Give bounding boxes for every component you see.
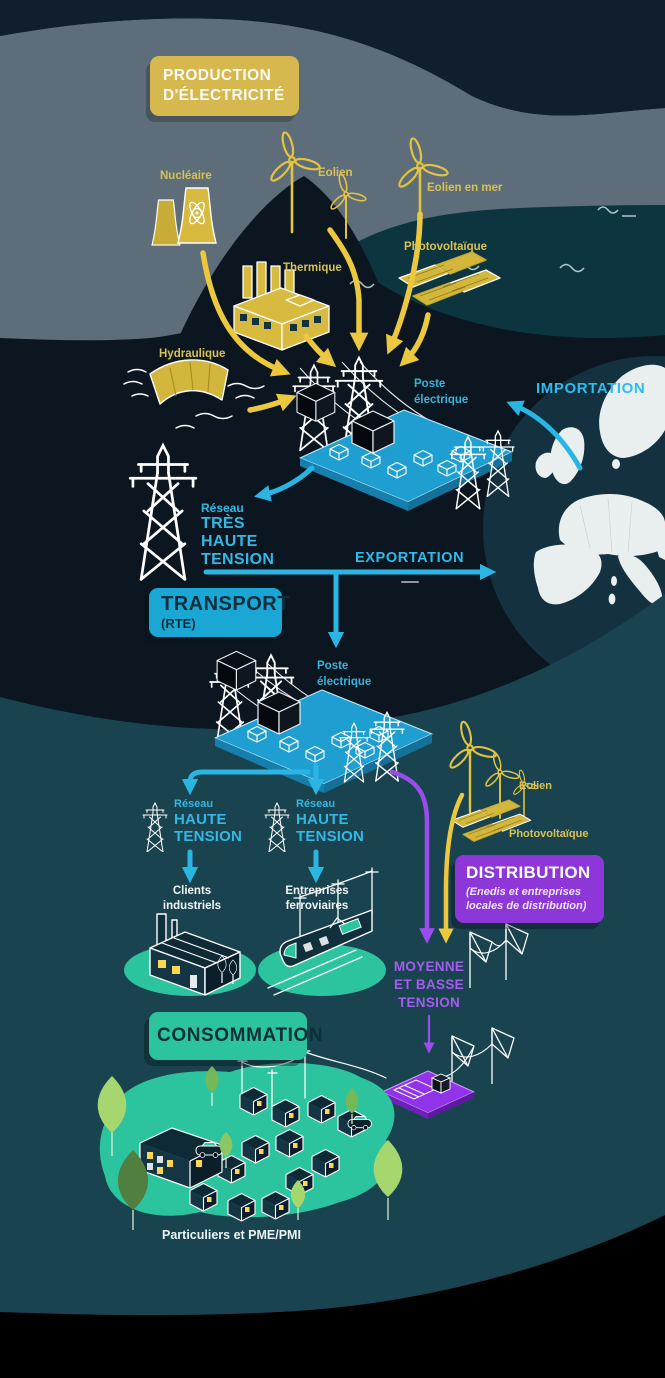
reseau-ht-left-label: Réseau HAUTE TENSION xyxy=(174,798,243,846)
pv-to-mtbt-arrow xyxy=(438,792,465,944)
village-scene xyxy=(97,1047,403,1230)
substation-1 xyxy=(292,356,515,511)
consommation-box: CONSOMMATION xyxy=(149,1012,324,1060)
hydro-dam-icon xyxy=(123,359,265,429)
wind-turbine-icon xyxy=(267,130,368,239)
distribution-arrow xyxy=(389,769,435,944)
distribution-eolien-label: Eolien xyxy=(519,780,553,792)
thermique-label: Thermique xyxy=(283,262,342,274)
distribution-photovoltaique-label: Photovoltaïque xyxy=(509,828,589,840)
hydraulique-label: Hydraulique xyxy=(159,348,226,360)
europe-map xyxy=(483,356,665,700)
clients-industriels-label: Clients industriels xyxy=(162,885,222,912)
poste-electrique-label-1: Poste électrique xyxy=(414,378,469,406)
mt-bt-transformer-platform xyxy=(333,1070,475,1119)
entreprises-ferroviaires-label: Entreprises ferroviaires xyxy=(285,885,349,912)
production-title-line2: D'ÉLECTRICITÉ xyxy=(163,87,285,105)
production-title-line1: PRODUCTION xyxy=(163,67,272,84)
thermal-plant-icon xyxy=(233,261,330,351)
distribution-subtitle: (Enedis et entreprises locales de distri… xyxy=(466,886,587,913)
importation-label: IMPORTATION xyxy=(536,380,646,397)
nucleaire-label: Nucléaire xyxy=(160,170,212,182)
village-trees xyxy=(97,1066,403,1230)
reseau-ht-right-label: Réseau HAUTE TENSION xyxy=(296,798,365,846)
grid-flow-arrows xyxy=(181,400,583,884)
eolien-label: Eolien xyxy=(318,167,353,179)
eolien-en-mer-label: Eolien en mer xyxy=(427,182,503,194)
production-title-box: PRODUCTION D'ÉLECTRICITÉ xyxy=(150,56,299,117)
transport-subtitle: (RTE) xyxy=(161,616,196,631)
substation-2 xyxy=(208,650,433,793)
utility-poles-icon-upper xyxy=(469,923,529,989)
distribution-title: DISTRIBUTION xyxy=(466,863,591,882)
exportation-label: EXPORTATION xyxy=(355,550,465,566)
nuclear-plant-icon xyxy=(151,187,217,246)
particuliers-label: Particuliers et PME/PMI xyxy=(162,1228,301,1242)
consommation-title: CONSOMMATION xyxy=(157,1025,324,1046)
poste-electrique-label-2: Poste électrique xyxy=(317,660,372,688)
production-flow-arrows xyxy=(200,211,431,413)
industrial-client-icon xyxy=(124,913,256,996)
moyenne-basse-tension-label: MOYENNE ET BASSE TENSION xyxy=(393,959,465,1010)
railway-client-icon xyxy=(258,867,386,996)
distribution-box: DISTRIBUTION (Enedis et entreprises loca… xyxy=(455,855,604,923)
transport-title: TRANSPORT xyxy=(161,593,290,615)
transport-box: TRANSPORT (RTE) xyxy=(149,588,290,637)
photovoltaique-label: Photovoltaïque xyxy=(404,241,488,253)
reseau-tht-label: Réseau TRÈS HAUTE TENSION xyxy=(201,501,275,569)
